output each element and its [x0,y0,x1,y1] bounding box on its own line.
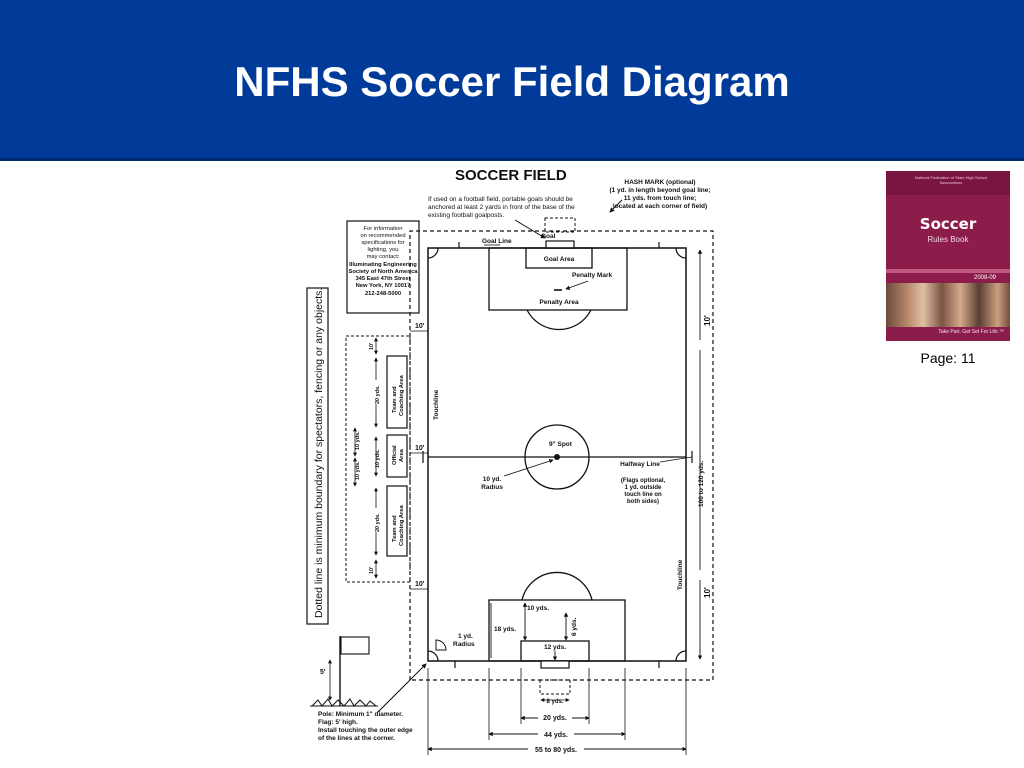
page-label: Page: 11 [920,350,976,366]
dim-10-yds-label: 10 yds. [527,605,549,612]
center-radius-label-2: Radius [481,484,503,491]
banner-divider [0,158,1024,161]
book-photo [886,283,1010,327]
dim-10ft-team-top: 10' [369,342,375,350]
official-area-line-1: Official [392,445,398,465]
pole-note-line-2: Flag: 5' high. [318,719,358,726]
goal-note-line-3: existing football goalposts. [428,212,504,219]
dim-10ft-left-1: 10' [415,323,425,330]
flags-note-line-4: both sides) [627,499,659,505]
goal-area-label: Goal Area [544,256,575,263]
dim-44-yds-label: 44 yds. [544,732,568,739]
book-top-band [886,171,1010,195]
book-year: 2008-09 [974,275,997,281]
lighting-note-line-1: For information [364,226,403,232]
dim-20-yds-team-bottom: 20 yds. [375,513,381,532]
flags-note-line-1: (Flags optional, [621,478,666,484]
dim-10ft-right-bottom: 10' [703,587,712,598]
dim-5ft-flag: 5' [320,669,326,676]
rules-book-cover[interactable]: National Federation of State High School… [886,171,1010,341]
dim-20-yds-team-top: 20 yds. [375,385,381,404]
team-area-bottom-line-2: Coaching Area [399,505,405,546]
hash-note-line-4: located at each corner of field) [613,203,707,210]
dim-6-yds-label: 6 yds. [571,617,578,636]
pole-note-line-1: Pole: Minimum 1" diameter. [318,711,403,718]
dim-10-yds-official-bottom: 10 yds. [355,461,361,480]
lighting-note-line-6: Illuminating Engineering [349,262,417,268]
slide-title: NFHS Soccer Field Diagram [234,58,790,105]
dim-10ft-left-3: 10' [415,581,425,588]
dim-length-label: 100 to 120 yds. [698,461,705,507]
hash-note-line-1: HASH MARK (optional) [624,179,695,186]
lighting-note-line-5: may contact: [367,254,400,260]
flags-note-line-2: 1 yd. outside [625,485,662,491]
dim-20-yds-label: 20 yds. [543,715,567,722]
halfway-line-label: Halfway Line [620,461,660,468]
dim-10ft-right-top: 10' [703,315,712,326]
corner-radius-label-1: 1 yd. [458,633,473,640]
team-area-top-line-1: Team and [392,386,398,413]
lighting-note-line-9: New York, NY 10017 [356,283,411,289]
dim-12-yds-label: 12 yds. [544,644,566,651]
pole-note-line-4: of the lines at the corner. [318,735,395,742]
dim-10-yds-official-top: 10 yds. [355,431,361,450]
lighting-note-line-8: 345 East 47th Street [355,276,410,282]
dim-10ft-left-2: 10' [415,445,425,452]
flags-note-line-3: touch line on [624,492,662,498]
lighting-note-line-7: Society of North America [348,269,418,275]
goal-note-line-2: anchored at least 2 yards in front of th… [428,204,575,211]
dim-8-yds-label: 8 yds. [546,699,563,705]
center-spot-label: 9" Spot [549,441,573,448]
team-area-bottom-line-1: Team and [392,515,398,542]
corner-radius-label-2: Radius [453,641,475,648]
dim-width-label: 55 to 80 yds. [535,747,577,754]
book-stripe [886,269,1010,273]
dim-18-yds-label: 18 yds. [494,626,516,633]
book-subtitle: Rules Book [927,235,969,244]
hash-note-line-2: (1 yd. in length beyond goal line; [609,187,710,194]
goal-note-line-1: If used on a football field, portable go… [428,196,573,203]
title-banner [0,0,1024,158]
touchline-label-left: Touchline [433,389,440,420]
lighting-note-line-3: specifications for [361,240,404,246]
goal-label: Goal [541,233,556,240]
dim-10-yds-official: 10 yds. [375,449,381,468]
diagram-heading: SOCCER FIELD [455,167,567,184]
dim-10ft-team-bottom: 10' [369,566,375,574]
official-area-line-2: Area [399,448,405,462]
book-title: Soccer [919,215,977,233]
lighting-note-line-2: on recommended [360,233,405,239]
lighting-note-line-10: 212-248-5000 [365,291,401,297]
book-slogan: Take Part. Get Set For Life.™ [938,329,1004,335]
penalty-area-label: Penalty Area [539,299,579,306]
pole-note-line-3: Install touching the outer edge [318,727,413,734]
team-area-top-line-2: Coaching Area [399,375,405,416]
touchline-label-right: Touchline [677,559,684,590]
boundary-note: Dotted line is minimum boundary for spec… [313,288,325,618]
center-radius-label-1: 10 yd. [483,476,502,483]
book-publisher: National Federation of State High School… [914,175,988,185]
lighting-note-line-4: lighting, you [368,247,399,253]
penalty-mark-label: Penalty Mark [572,272,612,279]
hash-note-line-3: 11 yds. from touch line; [624,195,697,202]
goal-line-label: Goal Line [482,238,512,245]
